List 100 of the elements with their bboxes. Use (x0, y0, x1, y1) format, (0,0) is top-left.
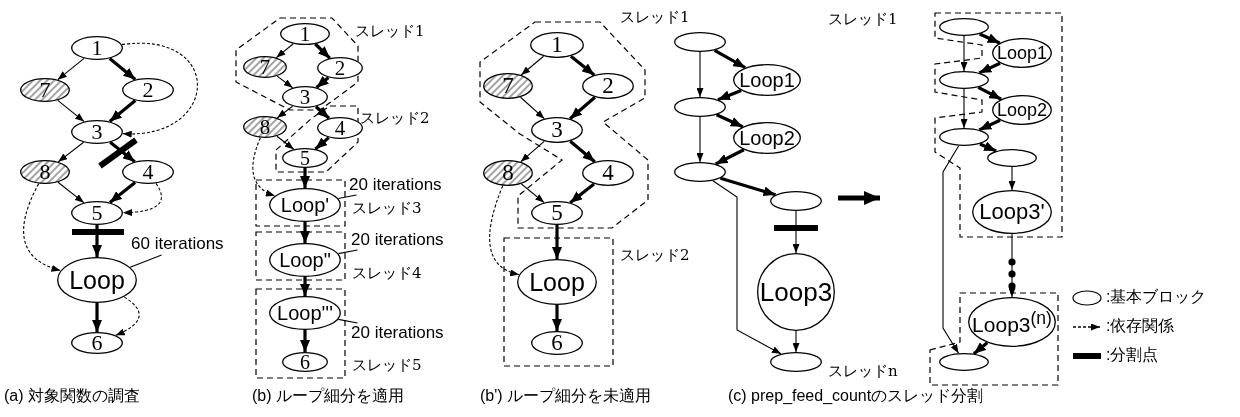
loop-ellipse: Loop (57, 257, 137, 303)
arrow (1008, 166, 1016, 191)
loop-ellipse: Loop2 (992, 95, 1052, 125)
arrow (520, 140, 545, 163)
caption: (a) 対象関数の調査 (4, 388, 140, 404)
block-ellipse: 3 (282, 86, 328, 108)
loop-ellipse: Loop' (269, 188, 341, 222)
arrow (960, 88, 968, 129)
leader-line (337, 194, 358, 200)
block-ellipse: 6 (282, 352, 328, 372)
legend-label: :依存関係 (1106, 318, 1175, 334)
dependency-arrow (121, 42, 198, 137)
thread-label: スレッド1 (355, 24, 425, 39)
loop-ellipse: Loop1 (992, 38, 1052, 68)
thread-label: スレッド2 (620, 248, 690, 263)
caption: (b) ループ細分を適用 (252, 388, 404, 404)
block-ellipse (939, 353, 989, 371)
block-ellipse: 5 (71, 201, 123, 225)
arrow (696, 116, 704, 163)
arrow (978, 61, 1001, 75)
arrow (715, 113, 744, 129)
block-ellipse (674, 97, 726, 117)
arrow (960, 35, 968, 72)
block-ellipse: 3 (71, 120, 123, 144)
arrow (92, 225, 102, 257)
arrow (275, 43, 294, 59)
hatched-ellipse: 8 (243, 116, 287, 138)
loop-ellipse: Loop (517, 259, 597, 305)
block-ellipse (770, 352, 822, 372)
arrow (57, 141, 85, 163)
arrow (520, 55, 545, 76)
arrow (979, 32, 1001, 45)
leader-line (337, 318, 359, 324)
arrow (92, 303, 102, 332)
arrow (792, 330, 800, 353)
block-ellipse (939, 71, 989, 89)
loop-ellipse: Loop" (269, 243, 341, 277)
arrow (300, 330, 310, 352)
arrow (108, 99, 137, 123)
arrow (314, 42, 331, 60)
thread-label: スレッド1 (620, 10, 690, 25)
caption: (b') ループ細分を未適用 (480, 388, 652, 404)
arrow (942, 145, 960, 354)
iteration-label: 20 iterations (351, 323, 469, 343)
loop-ellipse: Loop1 (733, 64, 801, 96)
arrow (57, 57, 85, 81)
thread-label: スレッドn (828, 364, 898, 379)
iteration-label: 20 iterations (351, 230, 469, 250)
arrow (972, 341, 989, 355)
iteration-label: 60 iterations (131, 233, 249, 255)
loop-ellipse: Loop''' (269, 296, 341, 330)
dependency-arrow (122, 182, 162, 216)
loop-ellipse: Loop2 (733, 122, 801, 154)
block-ellipse (939, 128, 989, 146)
thread-label: スレッド2 (360, 111, 430, 126)
block-ellipse: 5 (282, 148, 328, 168)
arrow (569, 182, 595, 204)
dependency-arrow (23, 183, 62, 272)
block-ellipse (674, 32, 726, 52)
arrow (276, 105, 294, 119)
thread-label: スレッド3 (352, 201, 422, 216)
arrow (314, 105, 331, 120)
dependency-arrow (115, 296, 140, 336)
arrow (520, 96, 545, 120)
arrow (276, 135, 295, 150)
arrow (314, 136, 330, 151)
block-ellipse: 2 (317, 57, 363, 79)
arrow (552, 305, 562, 331)
leader-line (129, 254, 163, 268)
hatched-ellipse: 8 (483, 160, 533, 186)
arrow (569, 96, 596, 120)
loop-ellipse: Loop3$^{(n)}$ (968, 297, 1056, 347)
arrow (300, 222, 310, 243)
iteration-label: 20 iterations (349, 175, 467, 195)
arrow (108, 57, 137, 81)
loop-ellipse: Loop3' (972, 190, 1052, 234)
block-ellipse: 4 (122, 160, 174, 184)
block-ellipse: 2 (122, 78, 174, 102)
dependency-arrow (489, 185, 520, 276)
block-ellipse: 3 (531, 117, 583, 143)
thread-label: スレッド1 (828, 12, 898, 27)
thread-label: スレッド4 (352, 266, 422, 281)
arrow (713, 48, 747, 70)
arrow (569, 54, 596, 77)
block-ellipse (987, 149, 1037, 167)
arrow (977, 85, 1002, 101)
thread-label: スレッド5 (352, 358, 422, 373)
loop-circle: Loop3 (757, 253, 835, 331)
arrow (569, 139, 596, 164)
arrow (520, 183, 545, 204)
arrow (276, 75, 294, 89)
arrow (57, 181, 85, 204)
legend-label: :分割点 (1106, 347, 1159, 363)
arrow (978, 118, 1001, 132)
arrow (552, 225, 562, 259)
arrow (300, 168, 310, 188)
block-ellipse: 5 (531, 201, 583, 225)
block-ellipse: 1 (71, 36, 123, 60)
block-ellipse: 4 (582, 160, 634, 186)
leader-line (337, 249, 359, 255)
